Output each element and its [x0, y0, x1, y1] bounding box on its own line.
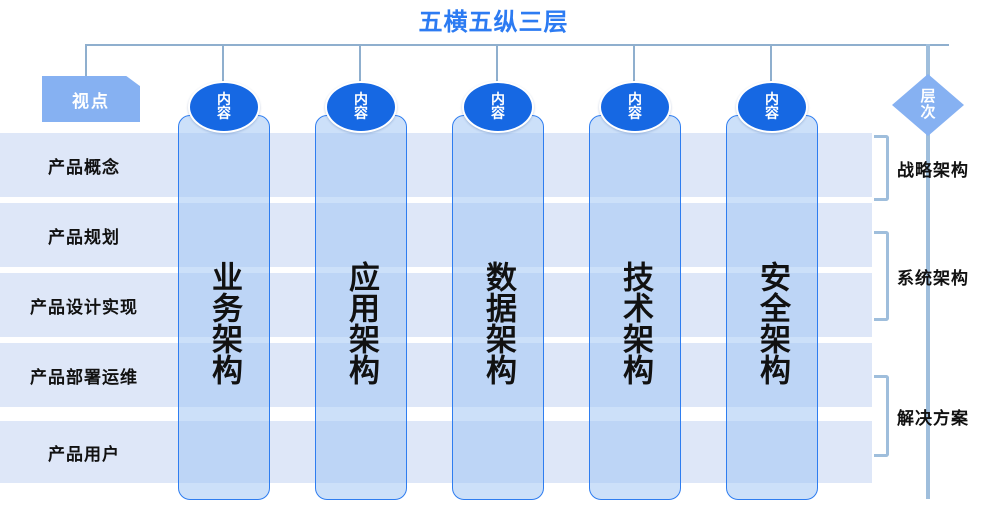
badge-line-2: 容	[217, 106, 231, 122]
level-line-2: 次	[920, 103, 936, 121]
layer-label: 战略架构	[897, 160, 969, 181]
layer-solution[interactable]: 解决方案	[874, 375, 969, 457]
column-label: 数据架构	[480, 261, 516, 385]
column-application-architecture[interactable]: 应用架构	[315, 115, 407, 500]
column-label: 应用架构	[343, 261, 379, 385]
connector-drop-col-2	[359, 44, 361, 86]
connector-drop-col-3	[496, 44, 498, 86]
column-data-architecture[interactable]: 数据架构	[452, 115, 544, 500]
row-label: 产品设计实现	[30, 297, 138, 318]
badge-line-1: 内	[628, 92, 642, 108]
layer-system-architecture[interactable]: 系统架构	[874, 231, 969, 321]
bracket-icon	[874, 231, 889, 321]
badge-line-2: 容	[765, 106, 779, 122]
connector-drop-col-1	[222, 44, 224, 86]
badge-line-1: 内	[354, 92, 368, 108]
column-label: 业务架构	[206, 261, 242, 385]
bracket-icon	[874, 135, 889, 201]
viewpoint-banner[interactable]: 视点	[42, 76, 140, 122]
badge-line-2: 容	[628, 106, 642, 122]
connector-drop-viewpoint	[85, 44, 87, 78]
column-security-architecture[interactable]: 安全架构	[726, 115, 818, 500]
badge-line-1: 内	[765, 92, 779, 108]
column-business-architecture[interactable]: 业务架构	[178, 115, 270, 500]
connector-drop-col-5	[770, 44, 772, 86]
content-badge-col-2[interactable]: 内 容	[325, 81, 397, 133]
row-label: 产品概念	[48, 157, 120, 178]
content-badge-col-4[interactable]: 内 容	[599, 81, 671, 133]
connector-drop-col-4	[633, 44, 635, 86]
row-label: 产品用户	[48, 444, 120, 465]
column-label: 技术架构	[617, 261, 653, 385]
badge-line-2: 容	[354, 106, 368, 122]
content-badge-col-1[interactable]: 内 容	[188, 81, 260, 133]
content-badge-col-3[interactable]: 内 容	[462, 81, 534, 133]
viewpoint-label: 视点	[72, 91, 110, 112]
layer-strategic-architecture[interactable]: 战略架构	[874, 135, 969, 201]
level-diamond[interactable]: 层 次	[892, 74, 964, 136]
content-badge-col-5[interactable]: 内 容	[736, 81, 808, 133]
level-axis-line	[926, 44, 930, 499]
row-label: 产品部署运维	[30, 367, 138, 388]
bracket-icon	[874, 375, 889, 457]
layer-label: 解决方案	[897, 408, 969, 429]
badge-line-2: 容	[491, 106, 505, 122]
level-line-1: 层	[920, 87, 936, 106]
page-title: 五横五纵三层	[418, 8, 569, 36]
row-label: 产品规划	[48, 227, 120, 248]
badge-line-1: 内	[217, 92, 231, 108]
layer-label: 系统架构	[897, 268, 969, 289]
top-connector-line	[85, 44, 949, 46]
column-label: 安全架构	[754, 261, 790, 385]
column-technology-architecture[interactable]: 技术架构	[589, 115, 681, 500]
badge-line-1: 内	[491, 92, 505, 108]
